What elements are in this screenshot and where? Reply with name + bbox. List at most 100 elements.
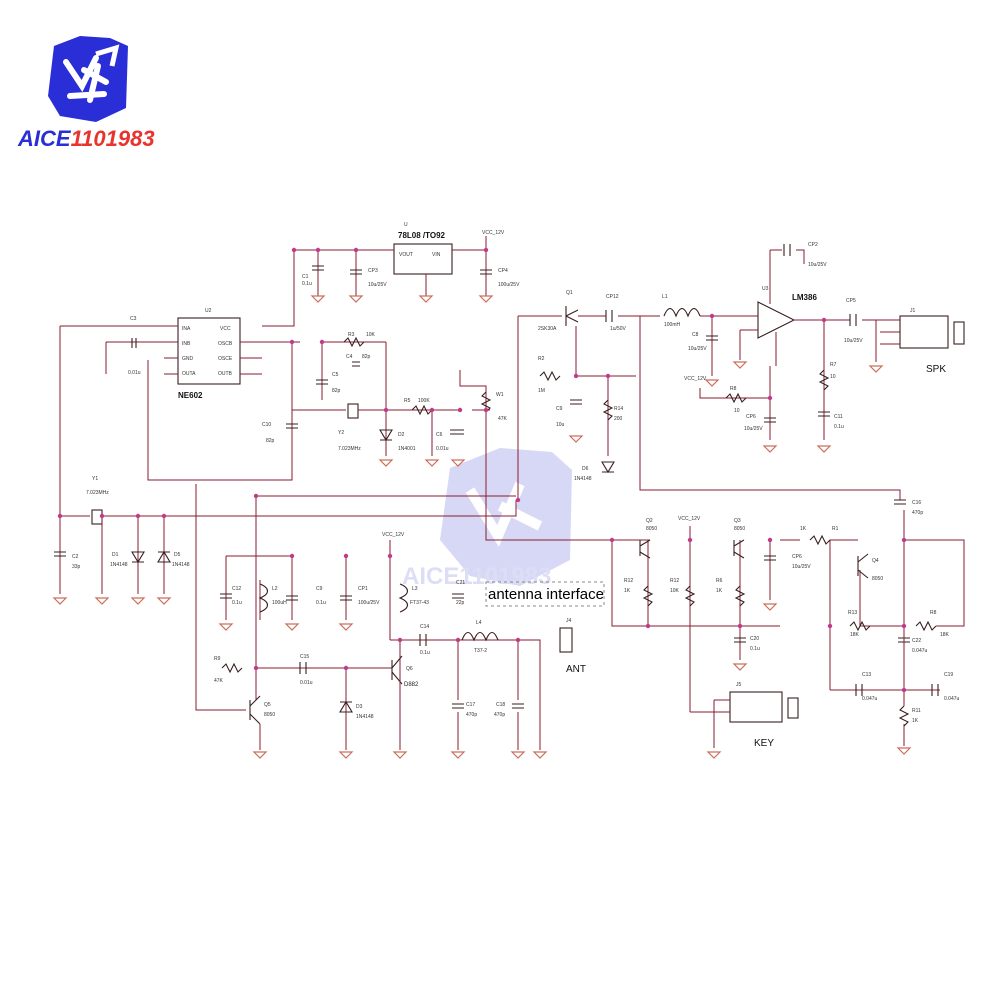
svg-text:D1: D1 [112, 552, 119, 558]
svg-text:VCC_12V: VCC_12V [678, 516, 701, 522]
svg-text:1K: 1K [624, 588, 631, 594]
svg-text:0.1u: 0.1u [750, 646, 760, 652]
svg-text:C9: C9 [316, 586, 323, 592]
svg-text:VCC_12V: VCC_12V [382, 532, 405, 538]
svg-text:INB: INB [182, 341, 191, 347]
connector-j4-ant: J4 ANT [559, 618, 586, 675]
svg-text:100u/25V: 100u/25V [358, 600, 380, 606]
u1-ref: U [404, 222, 408, 228]
svg-text:C4: C4 [346, 354, 353, 360]
svg-text:FT37-43: FT37-43 [410, 600, 429, 606]
svg-text:10: 10 [830, 374, 836, 380]
watermark-text: AICE1101983 [402, 563, 551, 590]
svg-text:R6: R6 [716, 578, 723, 584]
svg-text:10u: 10u [556, 422, 565, 428]
svg-text:82p: 82p [362, 354, 371, 360]
svg-text:C19: C19 [944, 672, 953, 678]
svg-text:C3: C3 [130, 316, 137, 322]
svg-text:CP5: CP5 [846, 298, 856, 304]
svg-text:47K: 47K [498, 416, 508, 422]
label-key: KEY [754, 738, 774, 749]
svg-text:J1: J1 [910, 308, 916, 314]
ic-u2-ne602: U2 NE602 INA INB GND OUTA VCC OSCB OSCE … [177, 308, 241, 400]
svg-text:D882: D882 [404, 682, 419, 688]
svg-text:C13: C13 [862, 672, 871, 678]
svg-text:0.047u: 0.047u [944, 696, 960, 702]
svg-text:C6: C6 [436, 432, 443, 438]
svg-text:10u/25V: 10u/25V [368, 282, 387, 288]
svg-text:D6: D6 [582, 466, 589, 472]
u3-name: LM386 [792, 293, 817, 302]
svg-text:0.1u: 0.1u [302, 281, 312, 287]
svg-text:100uH: 100uH [272, 600, 287, 606]
svg-text:CP6: CP6 [792, 554, 802, 560]
svg-text:Y1: Y1 [92, 476, 98, 482]
svg-text:8050: 8050 [734, 526, 745, 532]
svg-text:C8: C8 [692, 332, 699, 338]
label-antenna-interface: antenna interface [488, 586, 604, 603]
watermark: AICE1101983 [402, 448, 572, 590]
svg-text:INA: INA [182, 326, 191, 332]
svg-text:C5: C5 [332, 372, 339, 378]
svg-text:C2: C2 [72, 554, 79, 560]
svg-text:C21: C21 [456, 580, 465, 586]
svg-text:L1: L1 [662, 294, 668, 300]
svg-text:Q4: Q4 [872, 558, 879, 564]
svg-text:C9: C9 [556, 406, 563, 412]
svg-text:OSCE: OSCE [218, 356, 233, 362]
svg-text:R5: R5 [404, 398, 411, 404]
svg-text:VCC_12V: VCC_12V [684, 376, 707, 382]
svg-text:C10: C10 [262, 422, 271, 428]
svg-text:10u/25V: 10u/25V [844, 338, 863, 344]
svg-text:8050: 8050 [264, 712, 275, 718]
svg-text:R12: R12 [624, 578, 633, 584]
svg-text:J4: J4 [566, 618, 572, 624]
svg-text:18K: 18K [850, 632, 860, 638]
svg-text:C15: C15 [300, 654, 309, 660]
svg-text:0.01u: 0.01u [128, 370, 141, 376]
svg-text:CP3: CP3 [368, 268, 378, 274]
svg-text:CP2: CP2 [808, 242, 818, 248]
svg-text:470p: 470p [494, 712, 505, 718]
svg-text:C12: C12 [232, 586, 241, 592]
svg-text:R3: R3 [348, 332, 355, 338]
svg-text:C18: C18 [496, 702, 505, 708]
jack-j1-speaker: J1 SPK [899, 308, 965, 375]
svg-text:0.1u: 0.1u [834, 424, 844, 430]
svg-text:R13: R13 [848, 610, 857, 616]
svg-text:OUTA: OUTA [182, 371, 196, 377]
svg-text:R11: R11 [912, 708, 921, 714]
svg-text:10u/25V: 10u/25V [688, 346, 707, 352]
svg-text:L3: L3 [412, 586, 418, 592]
svg-text:10u/25V: 10u/25V [792, 564, 811, 570]
svg-text:1N4001: 1N4001 [398, 446, 416, 452]
svg-text:CP6: CP6 [746, 414, 756, 420]
svg-text:R2: R2 [538, 356, 545, 362]
svg-text:R9: R9 [214, 656, 221, 662]
svg-text:R14: R14 [614, 406, 623, 412]
svg-text:OUTB: OUTB [218, 371, 233, 377]
svg-text:1M: 1M [538, 388, 545, 394]
svg-text:D2: D2 [398, 432, 405, 438]
svg-text:VCC: VCC [220, 326, 231, 332]
svg-text:R8: R8 [730, 386, 737, 392]
logo-wordmark: AICE1101983 [17, 126, 155, 151]
svg-text:22p: 22p [456, 600, 465, 606]
svg-text:Q1: Q1 [566, 290, 573, 296]
svg-text:0.1u: 0.1u [232, 600, 242, 606]
svg-text:0.047u: 0.047u [862, 696, 878, 702]
svg-text:GND: GND [182, 356, 194, 362]
svg-text:D3: D3 [356, 704, 363, 710]
svg-text:C11: C11 [834, 414, 843, 420]
svg-text:VOUT: VOUT [399, 252, 413, 258]
svg-text:Y2: Y2 [338, 430, 344, 436]
brand-logo: AICE1101983 [17, 36, 155, 151]
svg-text:470p: 470p [466, 712, 477, 718]
svg-text:1u/50V: 1u/50V [610, 326, 627, 332]
svg-text:1N4148: 1N4148 [574, 476, 592, 482]
svg-text:Q3: Q3 [734, 518, 741, 524]
svg-text:2SK30A: 2SK30A [538, 326, 557, 332]
svg-text:470p: 470p [912, 510, 923, 516]
ic-u3-lm386: U3 LM386 [757, 286, 817, 339]
